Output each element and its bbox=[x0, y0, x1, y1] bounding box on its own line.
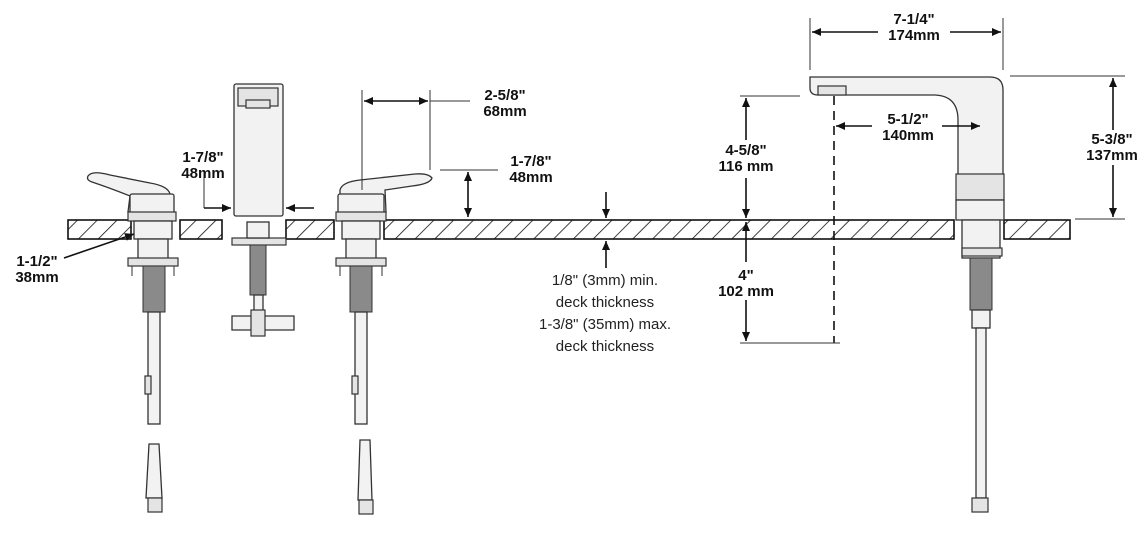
label-spout-reach-metric: 140mm bbox=[882, 127, 934, 144]
label-below-deck: 4" 102 mm bbox=[708, 268, 784, 300]
dimension-line-below-deck bbox=[740, 222, 840, 344]
label-handle-width: 2-5/8" 68mm bbox=[470, 88, 540, 120]
label-handle-height-imperial: 1-7/8" bbox=[510, 153, 552, 170]
label-hole-diameter: 1-1/2" 38mm bbox=[2, 254, 72, 286]
deck-min-note: 1/8" (3mm) min. bbox=[551, 272, 659, 289]
dimension-line-total-height bbox=[1010, 75, 1125, 220]
label-handle-height: 1-7/8" 48mm bbox=[496, 154, 566, 186]
label-spout-height-metric: 116 mm bbox=[718, 158, 774, 175]
deck-thickness-notes: 1/8" (3mm) min. deck thickness 1-3/8" (3… bbox=[510, 270, 700, 358]
dimension-line-spout-base bbox=[203, 172, 314, 212]
label-spout-reach-imperial: 5-1/2" bbox=[887, 111, 929, 128]
label-top-width-metric: 174mm bbox=[888, 27, 940, 44]
label-top-width: 7-1/4" 174mm bbox=[872, 12, 956, 44]
label-spout-height-imperial: 4-5/8" bbox=[725, 142, 767, 159]
left-handle-valve bbox=[86, 172, 179, 513]
dimension-line-hole bbox=[63, 233, 135, 259]
side-spout bbox=[809, 76, 1005, 513]
deck-max-label: deck thickness bbox=[555, 338, 655, 355]
dimension-line-spout-height bbox=[740, 95, 800, 218]
label-total-height-metric: 137mm bbox=[1086, 147, 1138, 164]
label-total-height: 5-3/8" 137mm bbox=[1080, 132, 1144, 164]
label-below-deck-metric: 102 mm bbox=[718, 283, 774, 300]
label-handle-height-metric: 48mm bbox=[509, 169, 553, 186]
center-spout bbox=[231, 83, 295, 337]
label-spout-base-metric: 48mm bbox=[181, 165, 225, 182]
label-handle-width-metric: 68mm bbox=[483, 103, 527, 120]
dimension-line-handle-height bbox=[440, 169, 498, 217]
label-spout-height: 4-5/8" 116 mm bbox=[708, 143, 784, 175]
label-top-width-imperial: 7-1/4" bbox=[893, 11, 935, 28]
right-handle-valve bbox=[335, 173, 433, 515]
label-below-deck-imperial: 4" bbox=[738, 267, 754, 284]
label-spout-base: 1-7/8" 48mm bbox=[168, 150, 238, 182]
deck-section bbox=[67, 219, 1071, 240]
label-hole-diameter-imperial: 1-1/2" bbox=[16, 253, 58, 270]
label-hole-diameter-metric: 38mm bbox=[15, 269, 59, 286]
deck-min-label: deck thickness bbox=[555, 294, 655, 311]
label-total-height-imperial: 5-3/8" bbox=[1091, 131, 1133, 148]
label-spout-base-imperial: 1-7/8" bbox=[182, 149, 224, 166]
dimension-line-handle-width bbox=[361, 90, 470, 190]
label-spout-reach: 5-1/2" 140mm bbox=[868, 112, 948, 144]
deck-max-note: 1-3/8" (35mm) max. bbox=[538, 316, 672, 333]
label-handle-width-imperial: 2-5/8" bbox=[484, 87, 526, 104]
dimension-line-top-width bbox=[809, 18, 1004, 70]
